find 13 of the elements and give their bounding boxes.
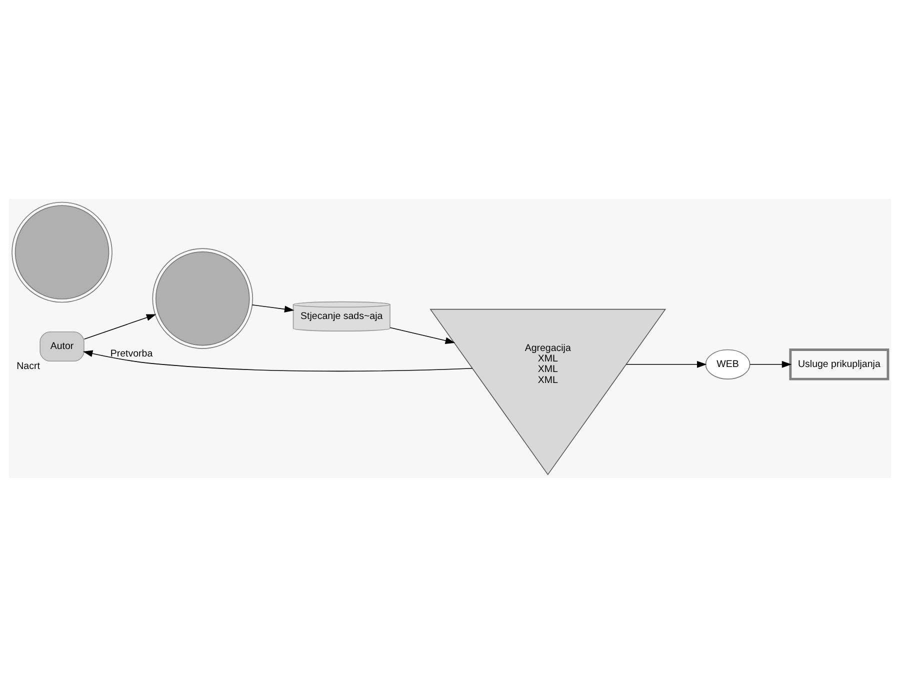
node-label: Nacrt <box>16 360 40 372</box>
arrow <box>84 314 156 340</box>
arrow <box>390 326 456 344</box>
arrow <box>626 360 707 368</box>
arrow <box>82 350 473 372</box>
node-picture <box>12 201 112 302</box>
node-picture <box>152 248 254 348</box>
arrow <box>750 360 792 368</box>
node-ellipse: WEB <box>705 348 750 379</box>
node-box: Usluge prikupljanja <box>789 348 890 380</box>
node-label: Pretvorba <box>110 348 153 359</box>
arrow <box>252 304 294 312</box>
node-box: Autor <box>40 330 84 362</box>
